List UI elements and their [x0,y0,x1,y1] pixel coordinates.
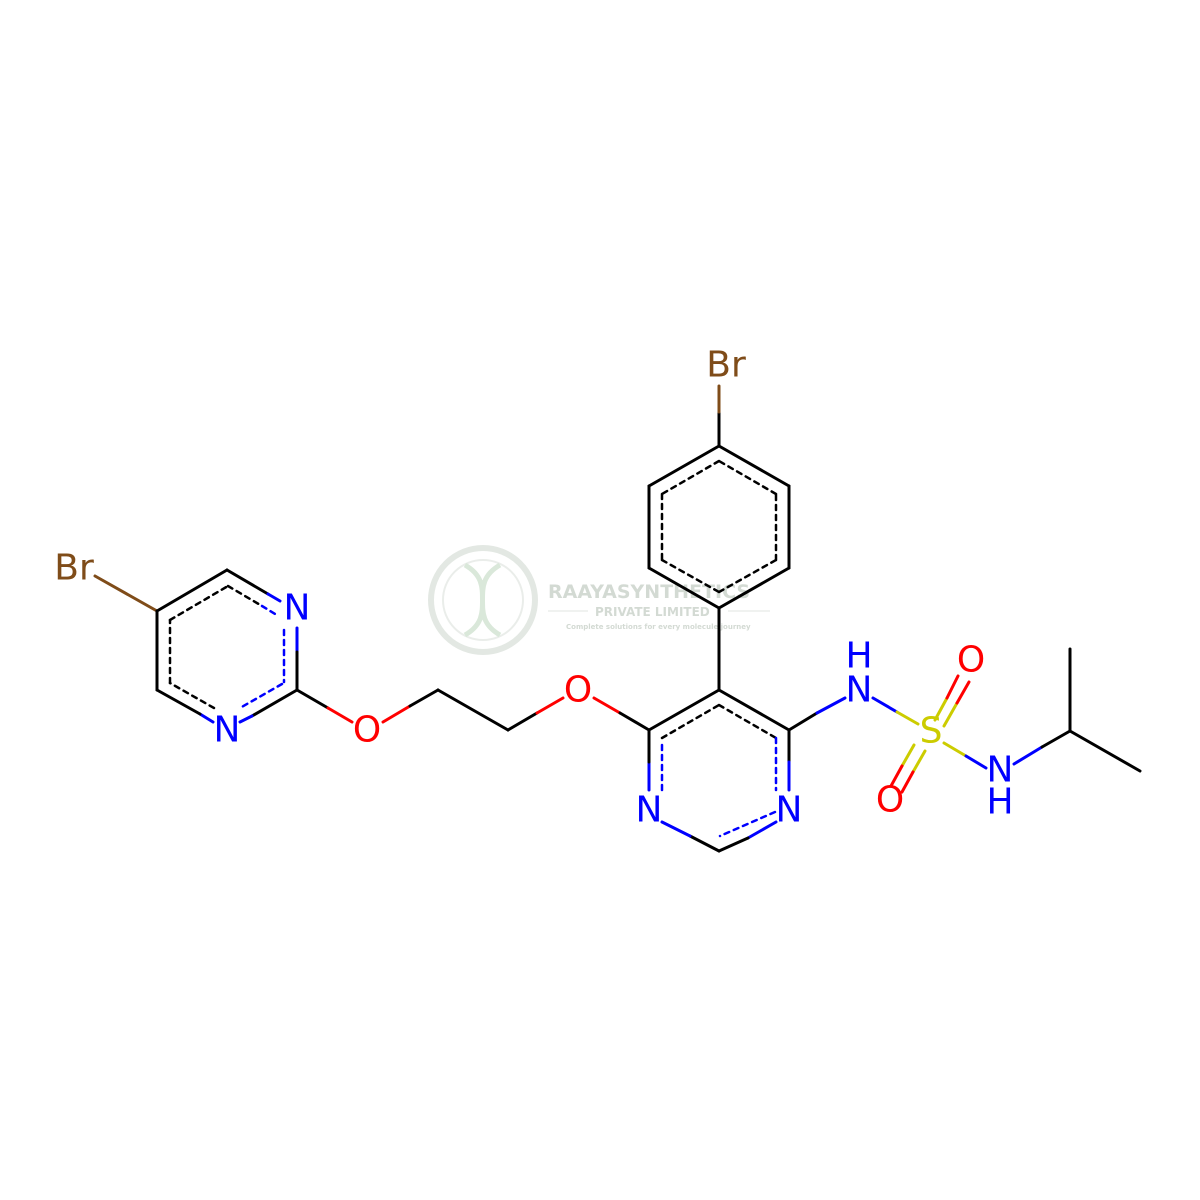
bond [408,688,440,708]
bonds [93,384,1142,853]
bond [1068,729,1142,773]
bond [155,568,229,613]
atom-o-sulfonyl-2: O [876,780,904,821]
atom-sulfur: S [920,711,943,752]
atom-n-pyrimidine-2: N [776,790,803,831]
atom-nh-1-h: H [845,636,872,677]
bond [436,688,510,732]
watermark-logo-inner [442,559,524,641]
atom-br-left: Br [54,548,94,589]
bond [225,568,270,596]
bond [660,820,692,838]
atom-nh-1-n: N [846,670,873,711]
aromatic-dashes-left [168,584,286,710]
bond [717,688,791,732]
bond [647,688,721,732]
watermark-subtitle: PRIVATE LIMITED [595,605,710,619]
bond [945,674,960,700]
atom-o-sulfonyl-1: O [957,640,985,681]
bond [815,696,847,715]
dna-helix-icon [463,562,502,638]
bond [871,696,899,714]
bond [717,566,791,610]
atom-br-top: Br [706,345,746,386]
bond [688,834,721,853]
bond [618,711,651,732]
bond [647,566,721,610]
bond [889,764,904,788]
bond [535,696,565,715]
bond [900,743,916,768]
bond [895,710,920,726]
bond [381,704,412,724]
bond [506,711,539,732]
bond [647,444,721,488]
bond [1012,745,1044,766]
atom-nh-2-n: N [987,750,1014,791]
bond [238,714,254,724]
bond [295,688,330,710]
bond [964,754,988,770]
bond [266,592,282,603]
atom-nh-2-h: H [986,782,1013,823]
bond [911,749,927,774]
bond-br-c [93,574,159,613]
aromatic-dashes-center [660,703,778,838]
bond [746,820,778,840]
atom-n-pyrimidine-b: N [214,710,241,751]
bond [933,696,949,722]
watermark-logo-ring [428,545,538,655]
bond [155,688,202,716]
bond [1040,729,1072,749]
atom-n-pyrimidine-a: N [284,588,311,629]
aromatic-dashes-phenyl [660,459,778,594]
watermark-tagline: Complete solutions for every molecule jo… [566,623,751,631]
bond [198,712,215,724]
atom-o-ether-2: O [564,670,592,711]
bond [717,836,750,853]
atom-labels: Br Br N N O O N N H N S O O N H [54,345,1013,831]
bond [942,701,959,728]
bond [900,770,915,794]
bond [717,444,791,488]
bond [250,688,299,718]
atom-n-pyrimidine-1: N [636,790,663,831]
bond [955,680,971,705]
bond [942,741,968,758]
bond [592,696,622,715]
atom-o-ether-1: O [353,710,381,751]
bond [326,706,354,724]
bond [787,711,819,732]
